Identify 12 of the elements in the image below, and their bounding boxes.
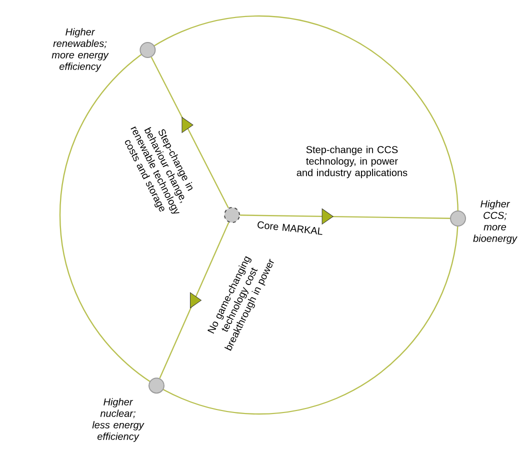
node-caption: Higher CCS; more bioenergy [473,200,518,244]
arrow [159,222,230,379]
arrow [150,56,229,208]
node-circle [92,378,164,442]
arrow [240,208,450,224]
edge-label: Step-change in CCS technology, in power and industry applications [296,146,408,178]
node-caption: Core MARKAL [258,221,322,235]
node-circle [224,207,322,235]
node-circle [52,28,156,72]
node-circle [450,200,518,244]
node-caption: Higher renewables; more energy efficiency [52,28,109,72]
node-caption: Higher nuclear; less energy efficiency [92,398,144,442]
